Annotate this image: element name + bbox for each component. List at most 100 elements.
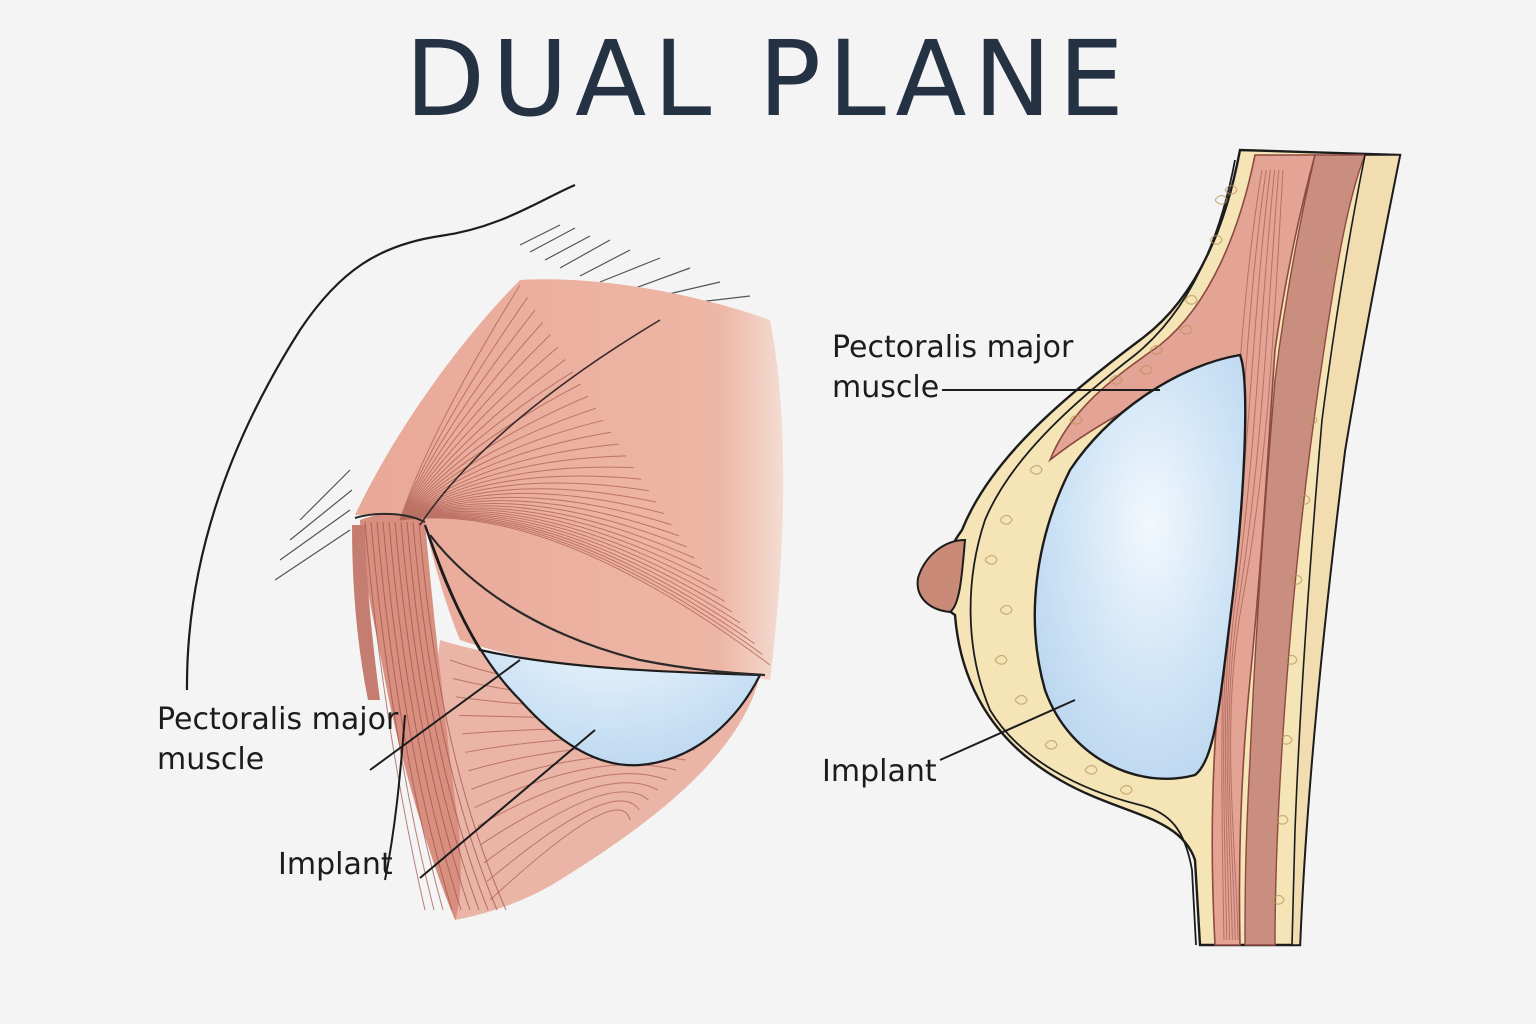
muscle-fiber-line [399, 488, 657, 521]
muscle-fiber-line [399, 516, 763, 655]
muscle-fiber-line [1228, 169, 1280, 941]
left-clavicular-line [419, 319, 661, 526]
muscle-fiber-line [399, 505, 695, 559]
muscle-fiber-line [399, 466, 634, 521]
fat-texture-mark [1069, 414, 1083, 425]
left-body-outline [185, 183, 576, 691]
muscle-fiber-line [399, 507, 703, 570]
left-implant-leader-line [419, 729, 596, 879]
left-muscle-tendon-edge [354, 512, 426, 523]
left-muscle-label: Pectoralis major muscle [157, 700, 398, 780]
muscle-fiber-line [480, 782, 658, 846]
fat-texture-mark [1119, 784, 1133, 795]
left-side-contour [384, 714, 406, 881]
fat-texture-mark [1029, 464, 1043, 475]
muscle-fiber-line [399, 509, 710, 581]
left-muscle-label-line1: Pectoralis major [157, 702, 399, 737]
fat-texture-mark [1289, 574, 1303, 585]
right-muscle-label-line2: muscle [832, 370, 940, 405]
muscle-fiber-line [399, 510, 718, 592]
fat-texture-mark [1179, 324, 1193, 335]
muscle-fiber-line [1226, 169, 1276, 941]
right-fat-texture [984, 184, 1333, 905]
muscle-fiber-line [399, 322, 544, 521]
fat-texture-mark [1139, 364, 1153, 375]
left-muscle-label-line2: muscle [157, 742, 265, 777]
fat-texture-mark [1304, 414, 1318, 425]
fat-texture-mark [1279, 734, 1293, 745]
fat-texture-mark [994, 654, 1008, 665]
muscle-fiber-line [399, 475, 642, 521]
left-front-view [185, 183, 784, 920]
fat-texture-mark [1284, 654, 1298, 665]
muscle-fiber-line [483, 791, 649, 864]
right-inner-fat-boundary [969, 159, 1236, 946]
muscle-fiber-line [399, 419, 604, 521]
muscle-fiber-line [474, 764, 677, 809]
muscle-fiber-line [399, 284, 521, 521]
fat-texture-mark [1297, 494, 1311, 505]
page-title: DUAL PLANE [404, 18, 1132, 140]
right-implant-leader-line [939, 699, 1076, 761]
left-muscle-leader-line [369, 659, 521, 771]
muscle-fiber-line [399, 443, 619, 521]
fat-texture-mark [1014, 694, 1028, 705]
muscle-fiber-line [399, 359, 566, 521]
fat-texture-mark [1109, 374, 1123, 385]
muscle-fiber-line [399, 407, 596, 521]
fat-texture-mark [1084, 764, 1098, 775]
right-chest-wall [1244, 154, 1367, 946]
left-shoulder-hatching [274, 224, 751, 581]
fat-texture-mark [1214, 194, 1228, 205]
muscle-fiber-line [1230, 169, 1284, 941]
muscle-fiber-line [399, 515, 748, 634]
fat-texture-mark [1044, 739, 1058, 750]
muscle-fiber-line [399, 516, 756, 645]
muscle-fiber-line [477, 773, 668, 827]
muscle-fiber-line [399, 482, 649, 521]
fat-texture-mark [1319, 254, 1333, 265]
muscle-fiber-line [399, 297, 528, 521]
vertical-fiber-line [400, 521, 480, 911]
right-muscle-label: Pectoralis major muscle [832, 328, 1073, 408]
right-muscle-label-line1: Pectoralis major [832, 330, 1074, 365]
left-vertical-muscle-edge [352, 525, 380, 700]
vertical-fiber-line [418, 521, 507, 911]
muscle-fiber-line [399, 512, 725, 602]
left-muscle-fibers [399, 284, 771, 901]
muscle-fiber-line [399, 383, 581, 521]
muscle-fiber-line [399, 346, 559, 521]
muscle-fiber-line [399, 455, 627, 521]
left-vertical-fibers [364, 521, 507, 911]
muscle-fiber-line [399, 395, 589, 521]
muscle-fiber-line [399, 492, 665, 521]
right-nipple [916, 538, 967, 614]
muscle-fiber-line [399, 371, 574, 521]
right-implant-label: Implant [822, 754, 937, 789]
muscle-fiber-line [399, 496, 672, 526]
fat-texture-mark [1275, 814, 1289, 825]
vertical-fiber-line [394, 521, 471, 911]
muscle-fiber-line [399, 517, 771, 666]
muscle-fiber-line [399, 431, 611, 521]
vertical-fiber-line [370, 521, 435, 911]
muscle-fiber-line [399, 334, 551, 521]
vertical-fiber-line [364, 521, 426, 911]
fat-texture-mark [1271, 894, 1285, 905]
fat-texture-mark [1149, 344, 1163, 355]
fat-texture-mark [1184, 294, 1198, 305]
left-implant-label: Implant [278, 847, 393, 882]
right-chest-wall-outer [1291, 154, 1401, 946]
right-side-view [916, 148, 1402, 947]
fat-texture-mark [999, 514, 1013, 525]
vertical-fiber-line [382, 521, 453, 911]
muscle-fiber-line [399, 309, 536, 521]
fat-texture-mark [984, 554, 998, 565]
muscle-fiber-line [399, 514, 740, 624]
fat-texture-mark [1224, 184, 1238, 195]
fat-texture-mark [1311, 334, 1325, 345]
vertical-fiber-line [376, 521, 444, 911]
muscle-fiber-line [486, 800, 640, 882]
muscle-fiber-line [489, 809, 631, 901]
